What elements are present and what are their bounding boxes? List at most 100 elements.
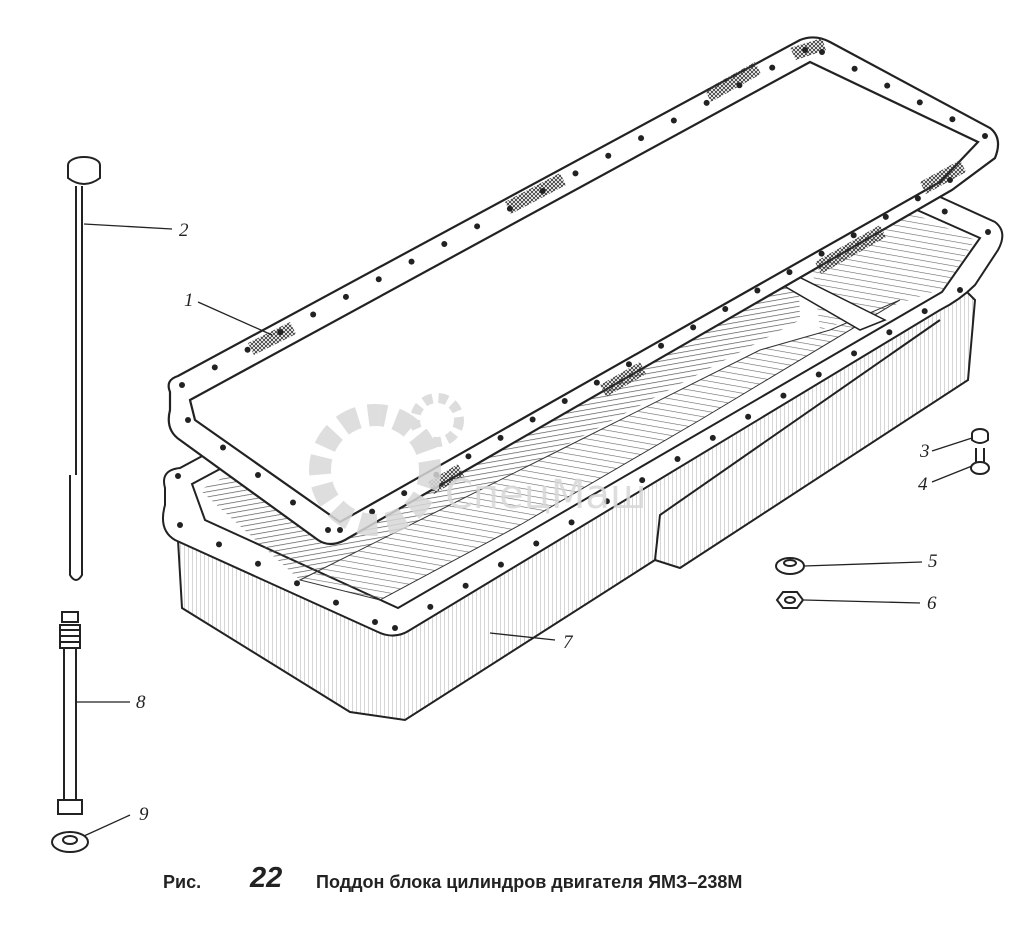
gasket-bolt-hole: [572, 170, 579, 177]
gasket-bolt-hole: [179, 382, 185, 388]
gasket-bolt-hole: [882, 213, 889, 220]
callout-2: 2: [179, 220, 189, 241]
gasket-bolt-hole: [220, 444, 226, 451]
callout-6: 6: [927, 593, 937, 614]
gasket-seal-section: [790, 38, 826, 60]
gasket-bolt-hole: [593, 379, 600, 386]
callout-1: 1: [184, 290, 194, 311]
gasket-bolt-hole: [539, 188, 546, 195]
tube-body: [63, 648, 77, 800]
gasket-bolt-hole: [638, 135, 645, 142]
gasket-bolt-hole: [769, 64, 776, 71]
gasket-bolt-hole: [529, 416, 536, 423]
gasket-bolt-hole: [736, 82, 743, 89]
pan-bolt-hole: [427, 603, 434, 610]
gasket-bolt-hole: [244, 346, 251, 353]
bolt: [971, 428, 989, 444]
tube-top-fitting: [61, 611, 79, 623]
gasket-bolt-hole: [369, 508, 376, 515]
dipstick-rod: [75, 186, 83, 475]
watermark-small-gear-icon: [410, 393, 464, 447]
pan-bolt-hole: [255, 560, 261, 567]
washer: [775, 557, 805, 575]
pan-bolt-hole: [294, 580, 300, 587]
pan-bolt-hole: [957, 287, 963, 293]
gasket-bolt-hole: [375, 276, 382, 283]
watermark: СпецМаш: [309, 393, 647, 536]
gasket-bolt-hole: [255, 472, 261, 478]
callout-3: 3: [919, 441, 930, 462]
pan-bolt-hole: [851, 350, 858, 357]
pan-bolt-hole: [216, 541, 222, 548]
gasket-seal-section: [705, 62, 761, 102]
caption-prefix: Рис.: [163, 872, 202, 892]
gasket-bolt-hole: [337, 527, 343, 533]
pan-bolt-hole: [886, 329, 893, 336]
watermark-gear-icon: [309, 404, 441, 536]
dipstick: [67, 156, 101, 581]
gasket-bolt-hole: [851, 65, 858, 72]
gasket-bolt-hole: [625, 361, 632, 368]
gasket-seal-section: [815, 225, 886, 274]
pan-bolt-hole: [497, 561, 504, 568]
gasket-bolt-hole: [722, 305, 729, 312]
tube-thread: [59, 624, 81, 649]
dipstick-cap-body: [67, 165, 101, 185]
gasket-bolt-hole: [754, 287, 761, 294]
callout-5: 5: [928, 551, 938, 572]
dipstick-blade: [69, 475, 83, 581]
pan-bolt-hole: [533, 540, 540, 547]
callout-labels: 1 2 3 4 5 6 7 8 9: [136, 220, 938, 825]
pan-bolt-hole: [815, 371, 822, 378]
pan-bolt-hole: [745, 413, 752, 420]
pan-bolt-hole: [639, 477, 646, 484]
pan-bolt-hole: [709, 434, 716, 441]
gasket-bolt-hole: [884, 82, 891, 89]
dipstick-tube: [57, 611, 83, 815]
gasket-seal-section: [600, 362, 646, 397]
gasket-bolt-hole: [949, 116, 956, 123]
gasket-bolt-hole: [982, 133, 988, 139]
gasket-bolt-hole: [658, 342, 665, 349]
watermark-text: СпецМаш: [445, 472, 647, 518]
gasket-seal-section: [505, 173, 566, 214]
pan-bolt-hole: [333, 599, 339, 606]
gasket-bolt-hole: [786, 269, 793, 276]
gasket-bolt-hole: [185, 417, 191, 423]
gasket-bolt-hole: [850, 232, 857, 239]
pan-bolt-hole: [177, 522, 183, 528]
caption-number: 22: [250, 862, 283, 894]
gasket-bolt-hole: [211, 364, 218, 371]
gasket-bolt-hole: [506, 205, 513, 212]
pan-bolt-hole: [941, 208, 948, 215]
pan-bolt-hole: [985, 229, 991, 235]
gasket-bolt-hole: [474, 223, 481, 230]
gasket-bolt-hole: [914, 195, 921, 202]
pan-bolt-hole: [674, 456, 681, 462]
callout-4: 4: [918, 474, 928, 495]
gasket-bolt-hole: [465, 453, 472, 460]
caption-title: Поддон блока цилиндров двигателя ЯМЗ–238…: [316, 872, 743, 892]
gasket-bolt-hole: [703, 99, 710, 106]
gasket-bolt-hole: [310, 311, 317, 318]
gasket-bolt-hole: [401, 490, 408, 497]
gasket-bolt-hole: [561, 398, 568, 405]
gasket-bolt-hole: [408, 258, 415, 265]
pan-bolt-hole: [921, 308, 928, 315]
pan-bolt-hole: [392, 625, 398, 631]
callout-7: 7: [563, 632, 574, 653]
gasket-bolt-hole: [325, 527, 331, 533]
pan-bolt-hole: [603, 498, 610, 505]
gasket-bolt-hole: [605, 152, 612, 159]
gasket-bolt-hole: [916, 99, 923, 106]
gasket-bolt-hole: [802, 47, 808, 53]
callout-9: 9: [139, 804, 149, 825]
oil-pan-step: [654, 319, 941, 561]
gasket-bolt-hole: [441, 240, 448, 247]
gasket-bolt-hole: [497, 434, 504, 441]
oil-pan-floor: [298, 299, 901, 601]
gasket-bolt-holes: [179, 47, 988, 533]
gasket-bolt-hole: [290, 499, 296, 506]
tube-washer: [51, 831, 89, 853]
